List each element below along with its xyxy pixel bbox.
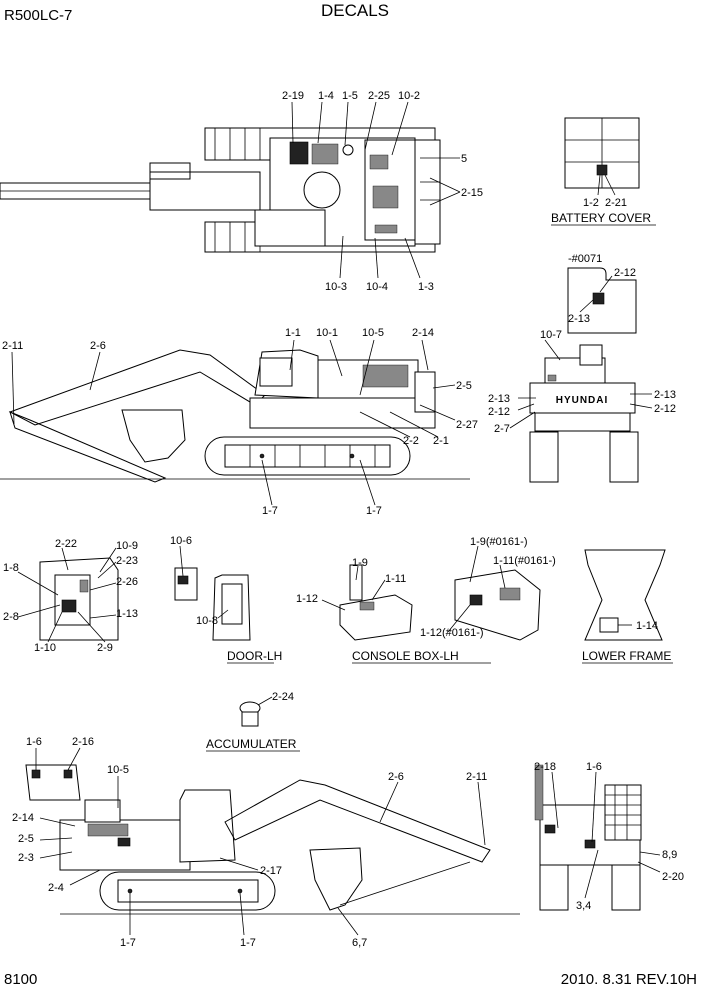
side-rh-label: 2-3 — [18, 852, 34, 864]
rear-label: 2-20 — [662, 871, 684, 883]
top-view-label: 2-15 — [461, 187, 483, 199]
battery-cover-label: 2-21 — [605, 197, 627, 209]
battery-cover-label: 1-2 — [583, 197, 599, 209]
front-label: 10-7 — [540, 329, 562, 341]
side-lh-label: 10-1 — [316, 327, 338, 339]
front-brand: HYUNDAI — [556, 395, 609, 406]
front-label: 2-7 — [494, 423, 510, 435]
revision: 2010. 8.31 REV.10H — [561, 971, 697, 988]
side-view-rh: 1-6 2-16 10-5 2 — [12, 736, 520, 949]
side-lh-label: 2-1 — [433, 435, 449, 447]
accumulater-label: 2-24 — [272, 691, 294, 703]
front-label: 2-12 — [654, 403, 676, 415]
page-number: 8100 — [4, 971, 37, 988]
console-label: 1-12(#0161-) — [420, 627, 484, 639]
serial-inset-label: 2-13 — [568, 313, 590, 325]
side-lh-label: 1-1 — [285, 327, 301, 339]
side-lh-label: 1-7 — [262, 505, 278, 517]
side-rh-label: 2-14 — [12, 812, 34, 824]
top-view: 2-19 1-4 1-5 2-25 10-2 5 2-15 10-3 10-4 … — [0, 90, 483, 293]
top-view-label: 10-2 — [398, 90, 420, 102]
top-view-label: 1-4 — [318, 90, 334, 102]
top-view-label: 1-3 — [418, 281, 434, 293]
console-caption: CONSOLE BOX-LH — [352, 649, 459, 663]
cab-label: 1-8 — [3, 562, 19, 574]
rear-view: 2-18 1-6 8,9 2-20 3,4 — [534, 761, 684, 912]
door-caption: DOOR-LH — [227, 649, 282, 663]
battery-cover-caption: BATTERY COVER — [551, 211, 651, 225]
console-label: 1-9(#0161-) — [470, 536, 527, 548]
cab-label: 1-13 — [116, 608, 138, 620]
cab-label: 10-9 — [116, 540, 138, 552]
serial-inset-label: 2-12 — [614, 267, 636, 279]
side-rh-label: 2-16 — [72, 736, 94, 748]
side-lh-label: 2-27 — [456, 419, 478, 431]
page-title: DECALS — [321, 1, 389, 20]
front-label: 2-12 — [488, 406, 510, 418]
top-view-label: 2-19 — [282, 90, 304, 102]
top-view-label: 1-5 — [342, 90, 358, 102]
side-rh-label: 6,7 — [352, 937, 367, 949]
console-label: 1-12 — [296, 593, 318, 605]
side-rh-label: 2-11 — [466, 771, 487, 783]
accumulater: 2-24 ACCUMULATER — [206, 691, 300, 752]
front-label: 2-13 — [488, 393, 510, 405]
side-rh-label: 2-4 — [48, 882, 64, 894]
accumulater-caption: ACCUMULATER — [206, 737, 297, 751]
side-lh-label: 2-2 — [403, 435, 419, 447]
side-lh-label: 2-14 — [412, 327, 434, 339]
side-rh-label: 2-17 — [260, 865, 282, 877]
cab-label: 2-22 — [55, 538, 77, 550]
front-label: 2-13 — [654, 389, 676, 401]
side-lh-label: 2-11 — [2, 340, 23, 352]
rear-label: 3,4 — [576, 900, 591, 912]
rear-label: 1-6 — [586, 761, 602, 773]
side-lh-label: 2-6 — [90, 340, 106, 352]
rear-label: 8,9 — [662, 849, 677, 861]
console-box-lh: 1-9 1-11 1-12 1-9(#0161-) 1-11(#0161-) 1… — [296, 536, 556, 664]
cab-label: 2-9 — [97, 642, 113, 654]
lower-frame-caption: LOWER FRAME — [582, 649, 671, 663]
side-lh-label: 2-5 — [456, 380, 472, 392]
top-view-label: 10-3 — [325, 281, 347, 293]
lower-frame: 1-14 LOWER FRAME — [582, 549, 673, 664]
serial-inset: -#0071 2-12 2-13 — [567, 253, 637, 334]
rear-label: 2-18 — [534, 761, 556, 773]
door-lh: 10-6 10-8 DOOR-LH — [170, 535, 282, 664]
top-view-label: 2-25 — [368, 90, 390, 102]
side-rh-label: 10-5 — [107, 764, 129, 776]
side-rh-label: 2-6 — [388, 771, 404, 783]
front-view: HYUNDAI 10-7 2-13 2-12 2-7 2-13 2-12 — [488, 329, 676, 483]
lower-frame-label: 1-14 — [636, 620, 658, 632]
top-view-label: 10-4 — [366, 281, 388, 293]
top-view-label: 5 — [461, 153, 467, 165]
cab-label: 2-26 — [116, 576, 138, 588]
console-label: 1-9 — [352, 557, 368, 569]
side-view-lh: 2-11 2-6 1-1 10-1 10-5 2-14 2-5 2-27 2-2… — [0, 327, 478, 517]
cab-label: 1-10 — [34, 642, 56, 654]
side-rh-label: 1-6 — [26, 736, 42, 748]
model-number: R500LC-7 — [4, 7, 72, 24]
cab-detail: 2-22 10-9 2-23 1-8 2-26 2-8 1-13 1-10 2-… — [3, 538, 138, 654]
cab-label: 2-23 — [116, 555, 138, 567]
side-lh-label: 10-5 — [362, 327, 384, 339]
side-rh-label: 1-7 — [120, 937, 136, 949]
side-lh-label: 1-7 — [366, 505, 382, 517]
door-label: 10-6 — [170, 535, 192, 547]
console-label: 1-11(#0161-) — [493, 555, 556, 567]
serial-range: -#0071 — [568, 253, 602, 265]
console-label: 1-11 — [385, 573, 406, 585]
battery-cover: 1-2 2-21 BATTERY COVER — [551, 117, 656, 226]
side-rh-label: 2-5 — [18, 833, 34, 845]
side-rh-label: 1-7 — [240, 937, 256, 949]
cab-label: 2-8 — [3, 611, 19, 623]
door-label: 10-8 — [196, 615, 218, 627]
